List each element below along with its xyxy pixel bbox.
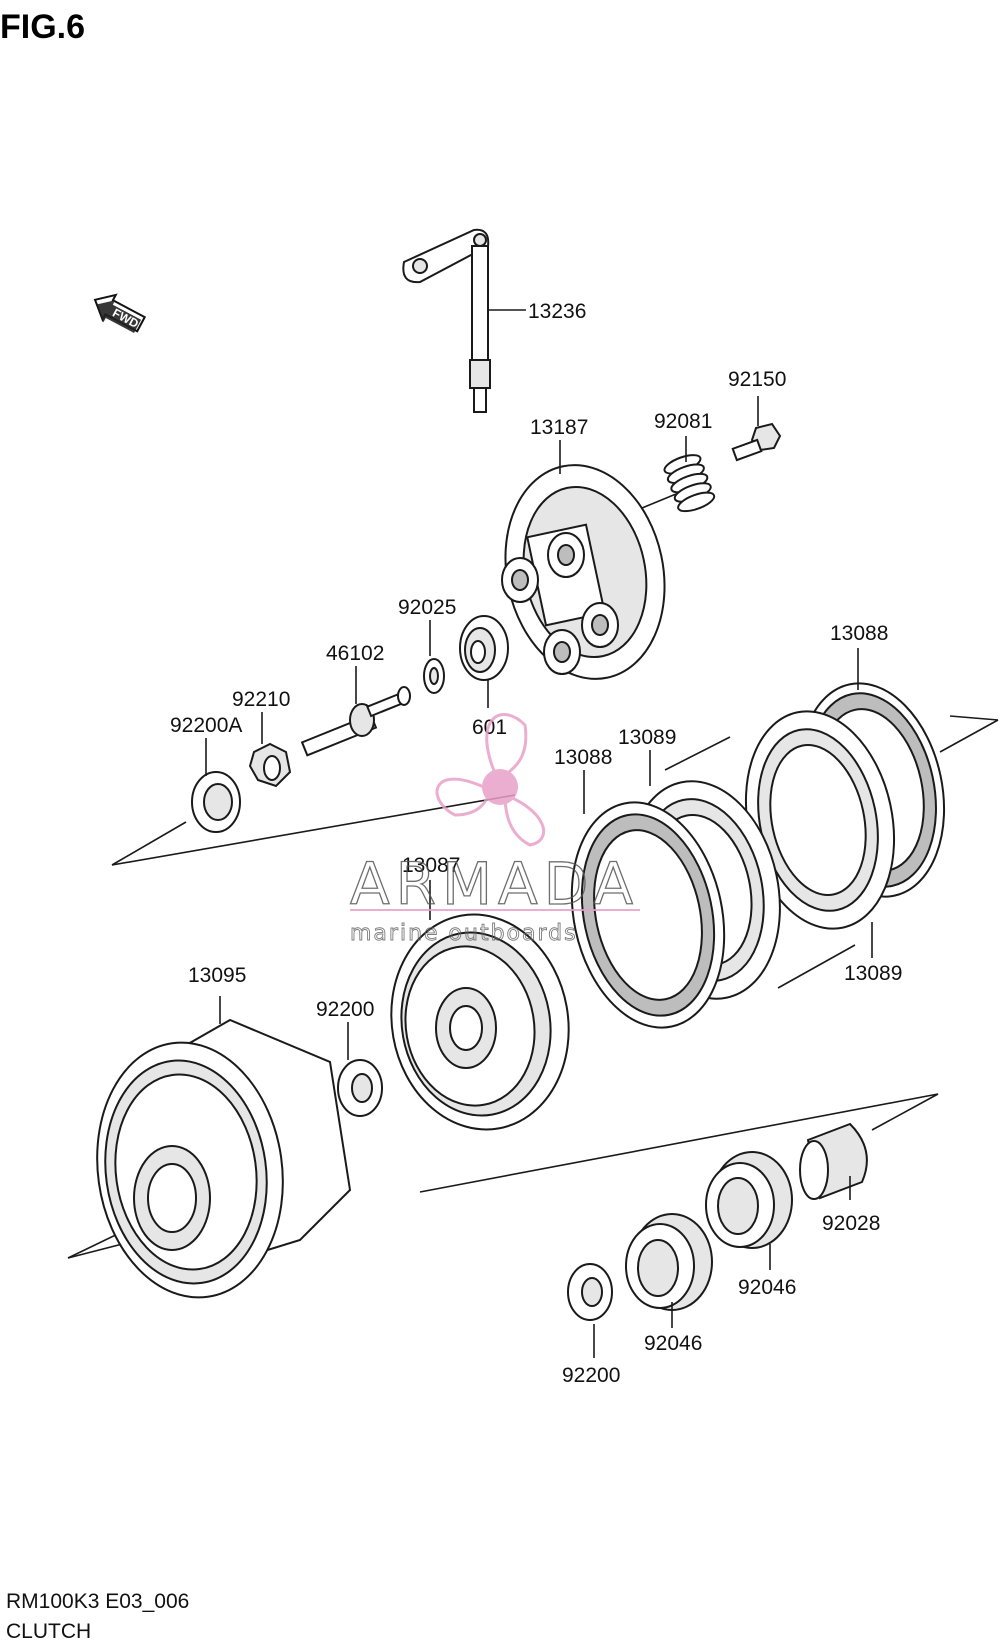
part-label-92046-upper: 92046: [738, 1276, 796, 1299]
part-label-46102: 46102: [326, 642, 384, 665]
release-shaft-part[interactable]: [402, 228, 526, 413]
part-label-92081: 92081: [654, 410, 712, 433]
part-label-92200-middle: 92200: [316, 998, 374, 1021]
needle-bearing-part-lower[interactable]: [625, 1213, 713, 1328]
part-label-13088-middle: 13088: [554, 746, 612, 769]
section-name: CLUTCH: [6, 1620, 91, 1643]
clutch-housing-part[interactable]: [81, 996, 352, 1310]
needle-bearing-part-upper[interactable]: [705, 1151, 793, 1270]
friction-plate-part-middle[interactable]: [552, 770, 744, 1042]
push-rod-part[interactable]: [300, 666, 411, 757]
part-label-92028: 92028: [822, 1212, 880, 1235]
watermark: ARMADA marine outboards: [349, 713, 640, 946]
washer-part-92200-middle[interactable]: [337, 1022, 383, 1117]
lock-washer-part[interactable]: [191, 738, 241, 833]
diagram-code: RM100K3 E03_006: [6, 1590, 189, 1613]
steel-plate-part-right[interactable]: [727, 697, 914, 958]
sleeve-part[interactable]: [799, 1122, 868, 1200]
watermark-tagline: marine outboards: [350, 921, 578, 946]
part-label-92046-lower: 92046: [644, 1332, 702, 1355]
part-label-13089-right: 13089: [844, 962, 902, 985]
nut-part[interactable]: [248, 712, 292, 788]
part-label-13095: 13095: [188, 964, 246, 987]
part-label-13236: 13236: [528, 300, 586, 323]
propeller-logo-icon: [435, 713, 546, 847]
figure-title: FIG.6: [0, 8, 85, 46]
watermark-brand: ARMADA: [350, 850, 639, 918]
part-label-13088-right: 13088: [830, 622, 888, 645]
part-label-92025: 92025: [398, 596, 456, 619]
washer-part-92025[interactable]: [423, 620, 445, 694]
part-label-92200-bottom: 92200: [562, 1364, 620, 1387]
fwd-arrow-icon: FWD: [93, 293, 147, 333]
bolt-part[interactable]: [731, 396, 782, 462]
washer-part-92200-bottom[interactable]: [567, 1263, 613, 1358]
part-label-13187: 13187: [530, 416, 588, 439]
part-label-92200A: 92200A: [170, 714, 242, 737]
part-label-13087: 13087: [402, 854, 460, 877]
clutch-hub-part[interactable]: [375, 880, 586, 1144]
spring-part[interactable]: [641, 436, 716, 515]
part-label-13089-middle: 13089: [618, 726, 676, 749]
part-label-92210: 92210: [232, 688, 290, 711]
pressure-plate-part[interactable]: [486, 440, 683, 694]
part-label-92150: 92150: [728, 368, 786, 391]
bearing-part-601[interactable]: [459, 615, 509, 708]
